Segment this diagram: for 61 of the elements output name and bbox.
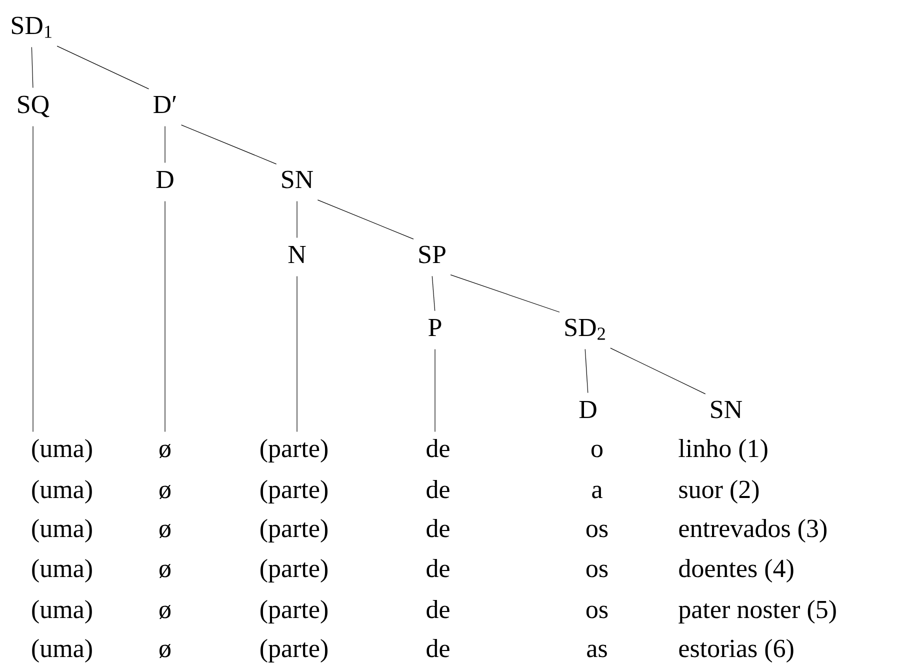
category-label: SD$_{1}$ (12, 16, 52, 38)
word-label: de (426, 638, 450, 658)
branch-line (610, 348, 706, 394)
word-label: de (426, 480, 450, 498)
word-label: linho (1) (678, 438, 768, 463)
word-label: ø (159, 444, 171, 458)
category-label: D (579, 400, 596, 418)
category-label: D (156, 170, 174, 188)
word-label: as (587, 644, 607, 658)
word-label: suor (2) (679, 480, 759, 504)
word-label: estorias (6) (679, 638, 794, 663)
branch-line (56, 46, 150, 90)
category-label: SP (419, 246, 446, 264)
branch-line (31, 46, 34, 88)
word-label: os (586, 606, 608, 618)
word-label: ø (159, 524, 171, 538)
branch-line (164, 126, 166, 164)
word-label: o (592, 444, 603, 458)
word-label: entrevados (3) (679, 518, 826, 543)
word-label: ø (159, 564, 171, 578)
word-label: doentes (4) (679, 558, 794, 583)
category-label: P (428, 318, 442, 336)
word-label: (uma) (32, 558, 92, 583)
word-label: (parte) (260, 438, 328, 463)
word-label: (parte) (260, 518, 328, 543)
branch-line (296, 276, 298, 432)
word-label: a (592, 486, 602, 498)
word-label: (uma) (32, 480, 92, 504)
word-label: (uma) (32, 638, 92, 663)
branch-line (180, 124, 277, 164)
category-label: SN (711, 400, 742, 418)
word-label: de (426, 438, 450, 458)
word-label: (uma) (32, 518, 92, 543)
category-label: N (288, 246, 306, 263)
word-label: ø (159, 485, 171, 500)
category-label: SQ (18, 96, 50, 118)
branch-line (164, 200, 166, 432)
branch-line (296, 200, 298, 238)
branch-line (317, 200, 414, 240)
word-label: de (426, 600, 450, 618)
word-label: (uma) (32, 438, 92, 463)
word-label: de (426, 558, 450, 578)
word-label: (parte) (260, 638, 328, 663)
word-label: pater noster (5) (678, 600, 836, 624)
word-label: ø (159, 644, 171, 658)
branch-line (434, 348, 436, 432)
word-label: (uma) (32, 600, 92, 624)
word-label: (parte) (260, 600, 328, 624)
word-label: (parte) (260, 480, 328, 504)
word-label: os (586, 524, 608, 538)
word-label: (parte) (260, 558, 328, 583)
branch-line (432, 276, 436, 312)
word-label: de (426, 518, 450, 538)
word-label: ø (159, 605, 171, 620)
word-label: os (586, 564, 608, 578)
category-label: SN (282, 170, 314, 188)
branch-line (450, 274, 560, 312)
category-label: SD$_{2}$ (565, 318, 605, 340)
branch-line (32, 126, 34, 432)
category-label: D′ (154, 96, 176, 114)
branch-line (584, 348, 588, 394)
